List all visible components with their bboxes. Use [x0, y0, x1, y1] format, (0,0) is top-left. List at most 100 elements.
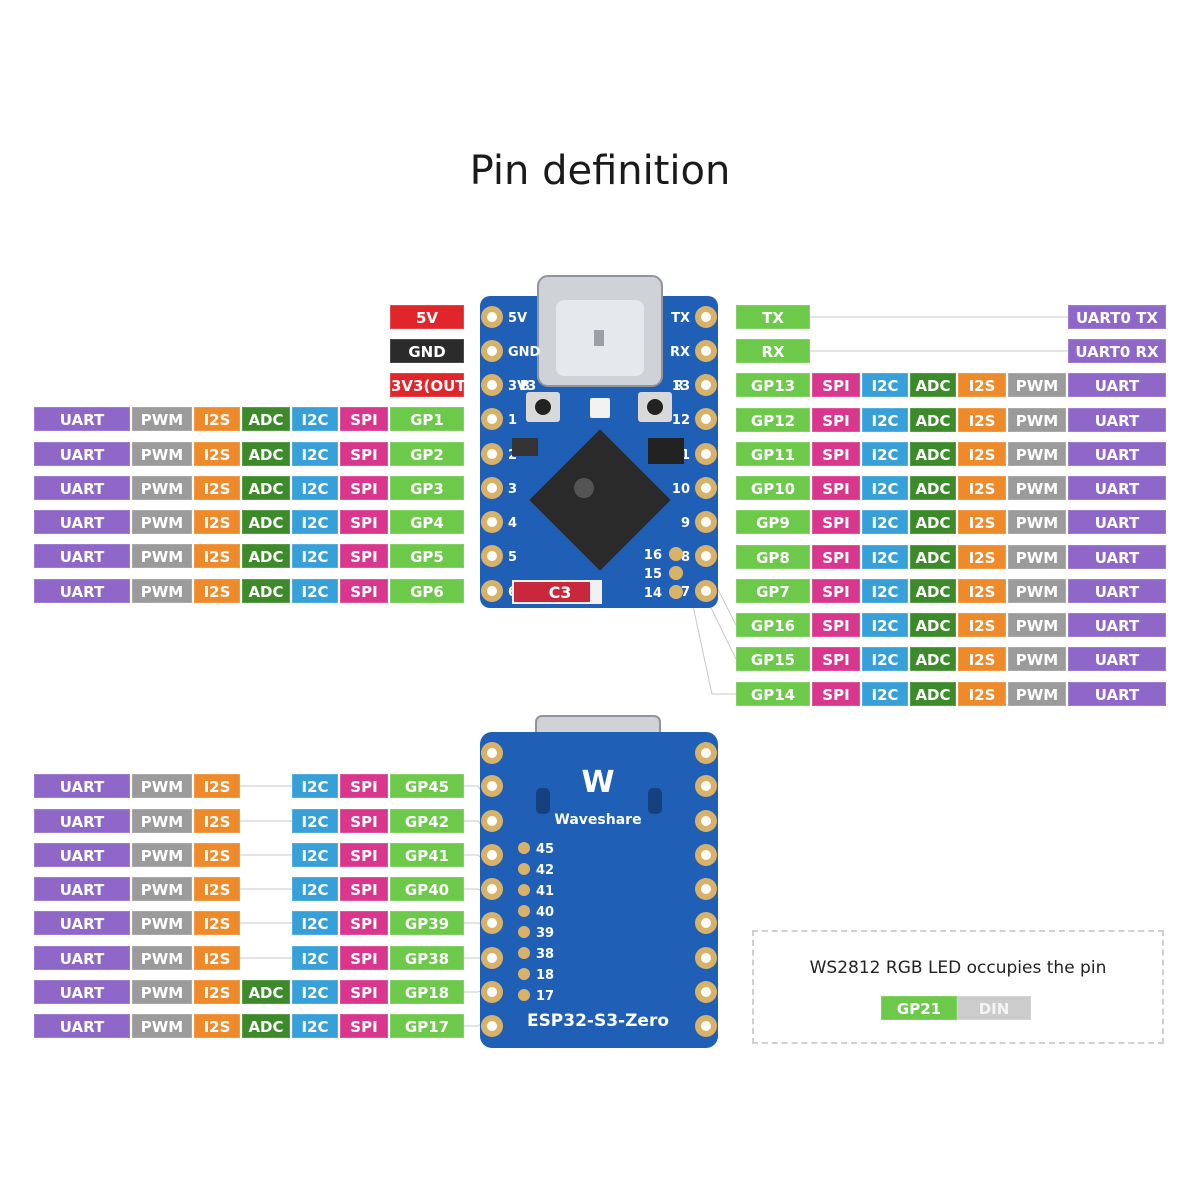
- func-label-i2c: I2C: [292, 946, 338, 970]
- func-label-spi: SPI: [340, 579, 388, 603]
- func-label-adc: ADC: [242, 980, 290, 1004]
- func-label-i2s: I2S: [194, 442, 240, 466]
- func-label-uart: UART: [1068, 408, 1166, 432]
- func-label-i2s: I2S: [958, 613, 1006, 637]
- func-label-uart: UART: [34, 877, 130, 901]
- func-label-i2s: I2S: [194, 843, 240, 867]
- func-label-uart: UART: [1068, 682, 1166, 706]
- func-label-i2s: I2S: [194, 980, 240, 1004]
- pin-label-gp39: GP39: [390, 911, 464, 935]
- pad-hole: [701, 781, 711, 791]
- ws2812-note-box: WS2812 RGB LED occupies the pin GP21 DIN: [752, 930, 1164, 1044]
- func-label-uart0-tx: UART0 TX: [1068, 305, 1166, 329]
- silk-left: GND: [508, 345, 541, 360]
- func-label-uart: UART: [1068, 545, 1166, 569]
- brand-name: Waveshare: [554, 812, 641, 828]
- pin-label-gp21: GP21: [881, 996, 957, 1020]
- func-label-adc: ADC: [910, 545, 956, 569]
- func-label-i2c: I2C: [292, 911, 338, 935]
- func-label-uart: UART: [34, 510, 130, 534]
- pin-label-gp41: GP41: [390, 843, 464, 867]
- func-label-i2c: I2C: [862, 510, 908, 534]
- pad-hole: [487, 884, 497, 894]
- pad-hole: [701, 449, 711, 459]
- func-label-pwm: PWM: [132, 1014, 192, 1038]
- func-label-pwm: PWM: [132, 877, 192, 901]
- func-label-i2c: I2C: [862, 476, 908, 500]
- pad-hole: [701, 346, 711, 356]
- func-label-uart: UART: [34, 809, 130, 833]
- func-label-pwm: PWM: [132, 476, 192, 500]
- func-label-i2c: I2C: [292, 476, 338, 500]
- func-label-i2s: I2S: [194, 579, 240, 603]
- pad-hole: [487, 918, 497, 928]
- func-label-i2s: I2S: [958, 510, 1006, 534]
- func-label-pwm: PWM: [132, 510, 192, 534]
- pad-hole: [487, 987, 497, 997]
- chip-logo-icon: [574, 478, 594, 498]
- silk-inner: 16: [644, 548, 662, 563]
- silk-right: 7: [681, 585, 690, 600]
- pin-label-gp6: GP6: [390, 579, 464, 603]
- func-label-i2c: I2C: [292, 843, 338, 867]
- func-label-spi: SPI: [812, 510, 860, 534]
- pad-back-inner: [518, 968, 530, 980]
- pad-hole: [487, 380, 497, 390]
- pad-hole: [701, 551, 711, 561]
- func-label-uart: UART: [34, 407, 130, 431]
- func-label-spi: SPI: [812, 408, 860, 432]
- board-model: ESP32-S3-Zero: [527, 1011, 669, 1031]
- pad-hole: [487, 816, 497, 826]
- func-label-adc: ADC: [242, 579, 290, 603]
- pad-back-inner: [518, 947, 530, 959]
- func-label-pwm: PWM: [1008, 613, 1066, 637]
- pin-label-gp40: GP40: [390, 877, 464, 901]
- pad-back-inner: [518, 842, 530, 854]
- func-label-adc: ADC: [910, 579, 956, 603]
- func-label-adc: ADC: [242, 544, 290, 568]
- func-label-pwm: PWM: [1008, 476, 1066, 500]
- func-label-pwm: PWM: [132, 442, 192, 466]
- pin-label-gp38: GP38: [390, 946, 464, 970]
- func-label-uart: UART: [34, 946, 130, 970]
- func-label-i2c: I2C: [292, 544, 338, 568]
- pad-back-inner: [518, 926, 530, 938]
- func-label-adc: ADC: [910, 682, 956, 706]
- func-label-i2s: I2S: [194, 774, 240, 798]
- func-label-adc: ADC: [910, 613, 956, 637]
- pad-hole: [701, 483, 711, 493]
- func-label-uart: UART: [1068, 510, 1166, 534]
- esp32-chip: [529, 429, 671, 571]
- func-label-i2s: I2S: [958, 647, 1006, 671]
- pin-label-gp13: GP13: [736, 373, 810, 397]
- func-label-pwm: PWM: [1008, 373, 1066, 397]
- pad-inner: [669, 566, 683, 580]
- func-label-spi: SPI: [340, 407, 388, 431]
- func-label-spi: SPI: [812, 682, 860, 706]
- pad-inner: [669, 585, 683, 599]
- pad-hole: [701, 816, 711, 826]
- pad-hole: [487, 781, 497, 791]
- func-label-spi: SPI: [812, 647, 860, 671]
- func-label-spi: SPI: [340, 510, 388, 534]
- func-label-i2c: I2C: [862, 647, 908, 671]
- func-label-uart: UART: [34, 442, 130, 466]
- func-label-spi: SPI: [340, 877, 388, 901]
- func-label-adc: ADC: [910, 647, 956, 671]
- pin-label-gp11: GP11: [736, 442, 810, 466]
- silk-left: 4: [508, 516, 517, 531]
- func-label-i2c: I2C: [862, 579, 908, 603]
- func-label-spi: SPI: [340, 980, 388, 1004]
- func-label-spi: SPI: [812, 579, 860, 603]
- func-label-spi: SPI: [340, 911, 388, 935]
- pad-hole: [487, 748, 497, 758]
- func-label-adc: ADC: [242, 442, 290, 466]
- func-label-adc: ADC: [242, 476, 290, 500]
- func-label-spi: SPI: [812, 476, 860, 500]
- pad-hole: [701, 850, 711, 860]
- silk-right: 12: [672, 413, 690, 428]
- pad-hole: [487, 414, 497, 424]
- pin-label-gp8: GP8: [736, 545, 810, 569]
- func-label-i2s: I2S: [194, 510, 240, 534]
- func-label-i2s: I2S: [194, 544, 240, 568]
